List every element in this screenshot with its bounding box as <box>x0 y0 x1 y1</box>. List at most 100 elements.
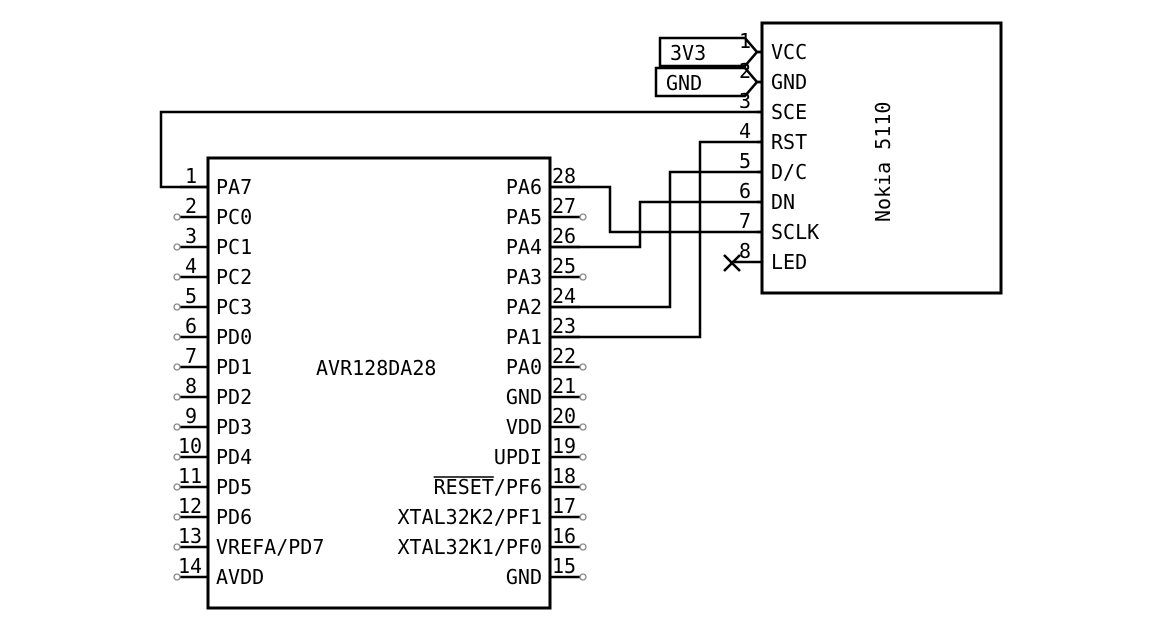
svg-text:3V3: 3V3 <box>670 41 706 65</box>
pin-name: PA2 <box>506 295 542 319</box>
pin-name: XTAL32K1/PF0 <box>398 535 543 559</box>
wire-pa2-dc <box>550 170 762 309</box>
pin-name: SCE <box>771 100 807 124</box>
mcu-pin-17: 17 XTAL32K2/PF1 <box>398 494 587 529</box>
pin-name: GND <box>771 70 807 94</box>
pin-name: PA3 <box>506 265 542 289</box>
pin-name: PA7 <box>216 175 252 199</box>
mcu-body <box>206 156 552 610</box>
pin-name: PD3 <box>216 415 252 439</box>
pin-name: RESET/PF6 <box>434 475 542 499</box>
unconnected-pin-icon <box>173 303 181 311</box>
pin-number: 22 <box>552 344 576 368</box>
wire-pa4-dn <box>550 200 762 249</box>
pin-name: D/C <box>771 160 807 184</box>
pin-number: 10 <box>178 434 202 458</box>
pin-number: 21 <box>552 374 576 398</box>
mcu-pin-10: 10 PD4 <box>173 434 252 469</box>
pin-name: PC3 <box>216 295 252 319</box>
pin-name: PA5 <box>506 205 542 229</box>
pin-number: 16 <box>552 524 576 548</box>
pin-name: VCC <box>771 40 807 64</box>
mcu-pin-28: 28 PA6 <box>506 164 580 199</box>
unconnected-pin-icon <box>173 453 181 461</box>
pin-number: 5 <box>739 149 751 173</box>
pin-name: PA4 <box>506 235 542 259</box>
pin-name: AVDD <box>216 565 264 589</box>
pin-name: PC1 <box>216 235 252 259</box>
pin-name: PD5 <box>216 475 252 499</box>
pin-number: 8 <box>185 374 197 398</box>
pin-name: LED <box>771 250 807 274</box>
unconnected-pin-icon <box>173 333 181 341</box>
pin-number: 1 <box>739 29 751 53</box>
mcu-pin-18: 18 RESET/PF6 <box>433 464 587 499</box>
pin-name: PD0 <box>216 325 252 349</box>
unconnected-pin-icon <box>173 543 181 551</box>
unconnected-pin-icon <box>173 213 181 221</box>
wires <box>159 50 762 339</box>
mcu-pin-6: 6 PD0 <box>173 314 252 349</box>
pin-name: PA1 <box>506 325 542 349</box>
mcu-pin-22: 22 PA0 <box>506 344 587 379</box>
pin-number: 2 <box>185 194 197 218</box>
pin-name: SCLK <box>771 220 819 244</box>
pin-number: 24 <box>552 284 576 308</box>
unconnected-pin-icon <box>173 393 181 401</box>
pin-number: 18 <box>552 464 576 488</box>
wire-pa7-sce <box>159 110 762 189</box>
pin-number: 8 <box>739 239 751 263</box>
pin-number: 28 <box>552 164 576 188</box>
pin-name: PD4 <box>216 445 252 469</box>
unconnected-pin-icon <box>173 423 181 431</box>
unconnected-pin-icon <box>173 573 181 581</box>
pin-number: 25 <box>552 254 576 278</box>
pin-number: 1 <box>185 164 197 188</box>
lcd-pin-5: 5 D/C <box>739 149 807 184</box>
unconnected-pin-icon <box>173 363 181 371</box>
pin-number: 27 <box>552 194 576 218</box>
pin-number: 6 <box>185 314 197 338</box>
pin-name: PD2 <box>216 385 252 409</box>
unconnected-pin-icon <box>579 213 587 221</box>
mcu-pin-27: 27 PA5 <box>506 194 587 229</box>
pin-number: 4 <box>185 254 197 278</box>
pin-number: 12 <box>178 494 202 518</box>
pin-name: PA0 <box>506 355 542 379</box>
unconnected-pin-icon <box>579 543 587 551</box>
pin-number: 9 <box>185 404 197 428</box>
mcu-pin-16: 16 XTAL32K1/PF0 <box>398 524 587 559</box>
unconnected-pin-icon <box>579 423 587 431</box>
pin-name: UPDI <box>494 445 542 469</box>
mcu-pin-9: 9 PD3 <box>173 404 252 439</box>
unconnected-pin-icon <box>579 273 587 281</box>
mcu-pin-8: 8 PD2 <box>173 374 252 409</box>
pin-name: GND <box>506 565 542 589</box>
wire-pa1-rst <box>550 140 762 339</box>
pin-number: 13 <box>178 524 202 548</box>
unconnected-pin-icon <box>173 483 181 491</box>
no-connect-marker <box>723 254 741 272</box>
unconnected-pin-icon <box>579 453 587 461</box>
unconnected-pin-icon <box>173 273 181 281</box>
lcd-name: Nokia 5110 <box>871 102 895 222</box>
pin-number: 20 <box>552 404 576 428</box>
pin-name: XTAL32K2/PF1 <box>398 505 543 529</box>
unconnected-pin-icon <box>173 243 181 251</box>
unconnected-pin-icon <box>579 363 587 371</box>
pin-number: 6 <box>739 179 751 203</box>
pin-name: PC0 <box>216 205 252 229</box>
pin-number: 17 <box>552 494 576 518</box>
pin-name: PA6 <box>506 175 542 199</box>
pin-number: 7 <box>739 209 751 233</box>
